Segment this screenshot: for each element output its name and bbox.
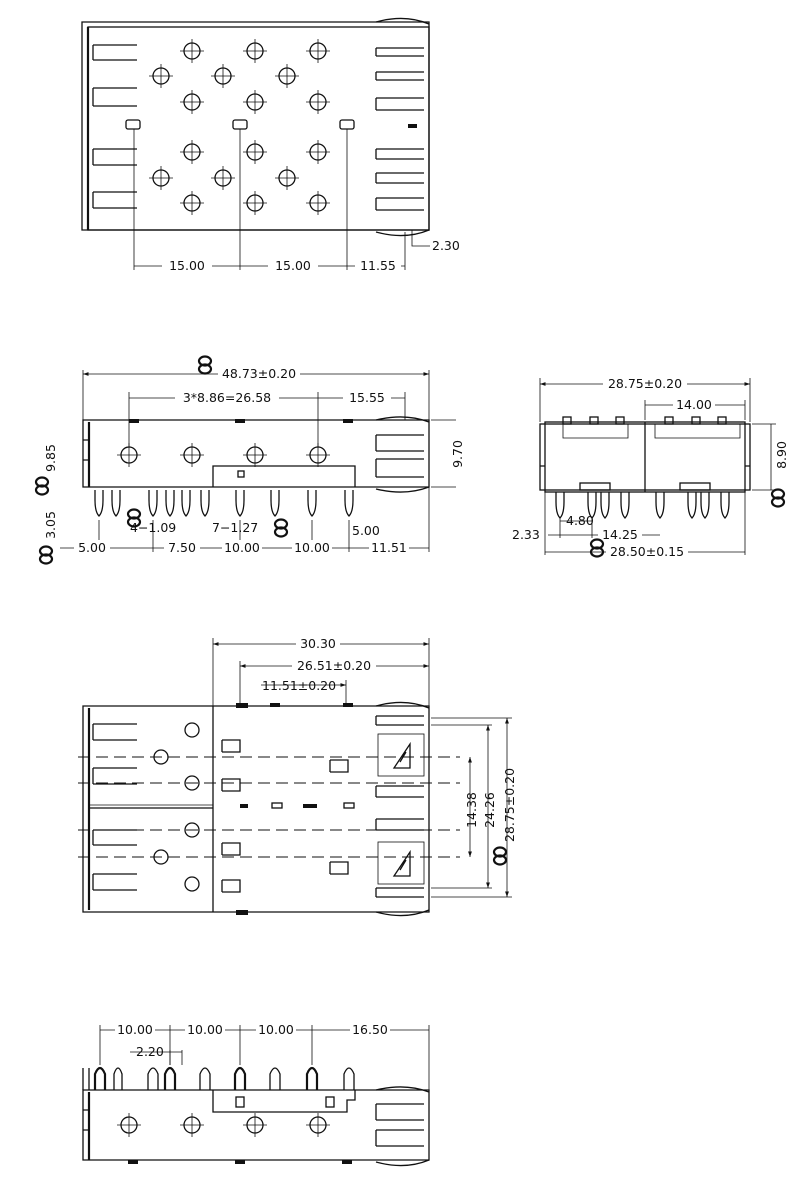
dim-plan-d2: 11.51±0.20 [262, 678, 336, 693]
dim-plan-d1: 26.51±0.20 [297, 658, 371, 673]
bottom-view: 10.00 10.00 10.00 16.50 2.20 [82, 1022, 430, 1167]
dim-pin-10-b: 10.00 [294, 540, 330, 555]
dim-plan-v1: 14.38 [464, 792, 479, 828]
dim-bottom-2-20: 2.20 [136, 1044, 164, 1059]
front-view-dimensions: 48.73±0.20 3*8.86=26.58 15.55 9.85 9.70 … [34, 366, 465, 565]
dim-top-15-a: 15.00 [169, 258, 205, 273]
dim-side-height: 8.90 [774, 441, 789, 469]
bottom-holes [116, 1112, 331, 1138]
dim-pin-depth: 3.05 [43, 511, 58, 539]
dim-pin-4-80: 4.80 [566, 513, 594, 528]
gdt-symbol [197, 355, 213, 375]
plan-latch-slots [221, 739, 349, 893]
dim-overall-length: 48.73±0.20 [222, 366, 296, 381]
bottom-pins [93, 1066, 355, 1090]
top-view: 15.00 15.00 11.55 2.30 [81, 17, 460, 273]
front-view: 48.73±0.20 3*8.86=26.58 15.55 9.85 9.70 … [34, 355, 465, 565]
dim-pin-10-a: 10.00 [224, 540, 260, 555]
dim-bottom-10-b: 10.00 [187, 1022, 223, 1037]
dim-side-width: 28.75±0.20 [608, 376, 682, 391]
dim-bottom-16-50: 16.50 [352, 1022, 388, 1037]
dim-pin-2-33: 2.33 [512, 527, 540, 542]
gdt-symbol-left [34, 476, 50, 496]
plan-view-dimensions: 30.30 26.51±0.20 11.51±0.20 14.38 24.26 … [212, 636, 517, 898]
bottom-view-outline [82, 1068, 430, 1167]
dim-plan-depth: 30.30 [300, 636, 336, 651]
dim-pin-14-25: 14.25 [602, 527, 638, 542]
dim-hole-span: 3*8.86=26.58 [183, 390, 271, 405]
plan-centerlines [78, 756, 460, 858]
dim-height-left: 9.85 [43, 444, 58, 472]
dim-pin-5a: 5.00 [78, 540, 106, 555]
dim-port-width: 14.00 [676, 397, 712, 412]
dim-top-15-b: 15.00 [275, 258, 311, 273]
side-view-outline [539, 416, 751, 493]
dim-pin-5b: 5.00 [352, 523, 380, 538]
top-right-fins [375, 47, 424, 211]
dim-bottom-10-c: 10.00 [258, 1022, 294, 1037]
front-pins [94, 489, 354, 517]
gdt-symbol-plan [492, 846, 508, 866]
dim-top-2-30: 2.30 [432, 238, 460, 253]
dim-top-11-55: 11.55 [360, 258, 396, 273]
gdt-symbol-depth [38, 545, 54, 565]
plan-view-outline [82, 701, 430, 917]
dim-pin-7-50: 7.50 [168, 540, 196, 555]
dim-bottom-10-a: 10.00 [117, 1022, 153, 1037]
bottom-view-dimensions: 10.00 10.00 10.00 16.50 2.20 [99, 1022, 430, 1090]
dim-plan-v2: 24.26 [482, 792, 497, 828]
dim-rear-offset: 15.55 [349, 390, 385, 405]
dim-pin-11-51: 11.51 [371, 540, 407, 555]
side-view: 28.75±0.20 14.00 8.90 4.80 14.25 2.33 28… [512, 376, 789, 559]
plan-view: 30.30 26.51±0.20 11.51±0.20 14.38 24.26 … [78, 636, 517, 917]
top-view-dimensions: 15.00 15.00 11.55 2.30 [133, 129, 460, 273]
gdt-symbol-base [589, 538, 605, 558]
side-view-dimensions: 28.75±0.20 14.00 8.90 4.80 14.25 2.33 28… [512, 376, 789, 559]
front-view-outline [82, 416, 430, 493]
gdt-symbol-side [770, 488, 786, 508]
dim-side-base: 28.50±0.15 [610, 544, 684, 559]
top-vent-holes [148, 38, 331, 216]
dim-plan-v3: 28.75±0.20 [502, 768, 517, 842]
front-holes [116, 442, 331, 468]
dim-height-right: 9.70 [450, 440, 465, 468]
dim-pitch-7: 7−1.27 [212, 520, 258, 535]
gdt-symbol-pin-2 [273, 518, 289, 538]
